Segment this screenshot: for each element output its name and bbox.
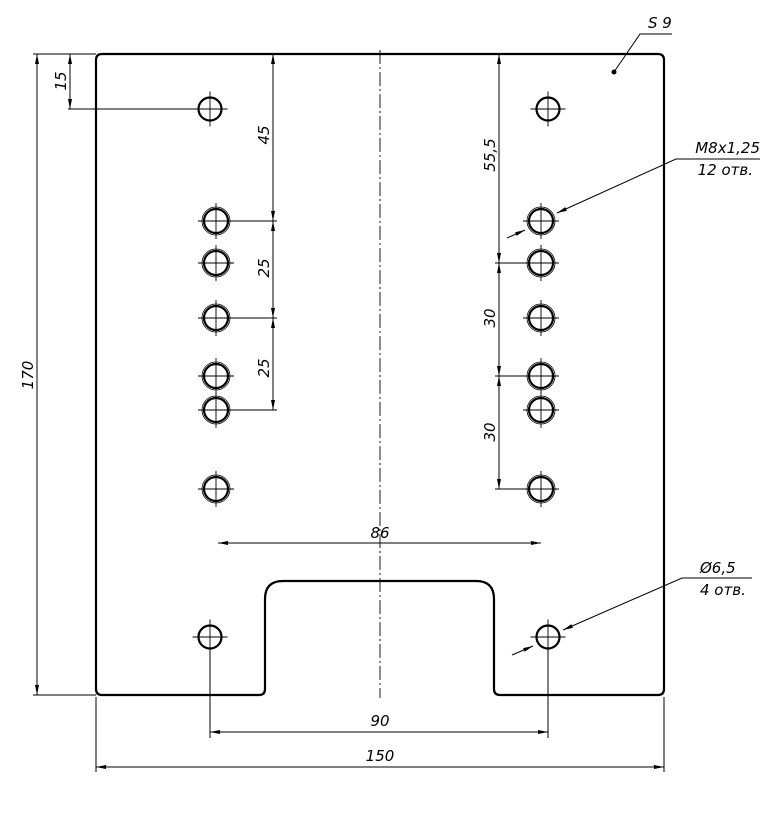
dim-overall-width: 150 — [95, 697, 665, 772]
dim-text: 25 — [255, 258, 273, 277]
thread-count: 12 отв. — [698, 161, 753, 179]
dim-hole-column-spacing: 86 — [218, 524, 541, 545]
dim-text: 90 — [370, 712, 389, 730]
dim-left-chain: 45 25 25 — [210, 54, 277, 411]
thread-size: M8x1,25 — [695, 139, 760, 157]
dim-overall-height: 170 — [19, 53, 96, 696]
dim-text: 55,5 — [481, 138, 499, 171]
holes — [192, 91, 566, 655]
thickness-leader: S 9 — [611, 14, 672, 75]
dim-right-chain: 55,5 30 30 — [481, 54, 543, 490]
hole-count: 4 отв. — [700, 581, 746, 599]
dim-bottom-hole-spacing: 90 — [209, 650, 549, 738]
dim-text: 45 — [255, 125, 273, 144]
dim-text: 25 — [255, 358, 273, 377]
dim-text: 30 — [481, 422, 499, 441]
dim-text: 30 — [481, 308, 499, 327]
plate-outline — [94, 52, 666, 697]
hole-size: Ø6,5 — [699, 559, 736, 577]
dim-text: 86 — [370, 524, 389, 542]
thread-callout: M8x1,25 12 отв. — [506, 139, 760, 239]
dim-text: 15 — [52, 71, 70, 90]
dim-top-hole-offset: 15 — [52, 54, 198, 110]
thickness-label: S 9 — [648, 14, 672, 32]
hole-callout: Ø6,5 4 отв. — [511, 559, 752, 656]
dim-text: 170 — [19, 361, 37, 390]
dim-text: 150 — [366, 747, 395, 765]
